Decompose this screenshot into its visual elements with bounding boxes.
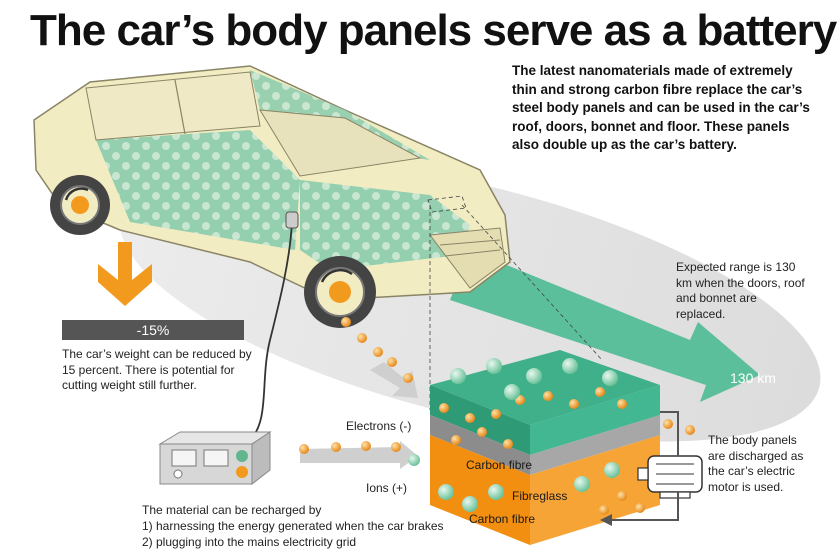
layer-fibreglass: Fibreglass: [512, 489, 568, 503]
recharge-item-1: 1) harnessing the energy generated when …: [142, 519, 444, 533]
electric-motor-icon: [637, 455, 703, 499]
car-illustration: [33, 65, 511, 441]
charger-unit: [158, 431, 272, 486]
range-description: Expected range is 130 km when the doors,…: [676, 260, 805, 321]
intro-text: The latest nanomaterials made of extreme…: [512, 63, 810, 152]
recharge-intro: The material can be recharged by: [142, 503, 322, 517]
layer-carbon-fibre-bottom: Carbon fibre: [469, 512, 536, 526]
page-title: The car’s body panels serve as a battery: [30, 6, 837, 55]
layer-carbon-fibre-top: Carbon fibre: [466, 458, 533, 472]
ions-label: Ions (+): [366, 481, 408, 495]
down-arrow-icon: [98, 242, 152, 306]
ion-particle: [408, 358, 620, 512]
motor-wire: [610, 411, 679, 521]
range-value-label: 130 km: [730, 370, 776, 386]
recharge-item-2: 2) plugging into the mains electricity g…: [142, 535, 357, 549]
weight-percent-label: -15%: [136, 322, 170, 338]
weight-description: The car’s weight can be reduced by 15 pe…: [62, 347, 252, 392]
discharge-description: The body panels are discharged as the ca…: [708, 433, 804, 494]
recharge-text: The material can be recharged by 1) harn…: [142, 502, 472, 550]
electrons-label: Electrons (-): [346, 419, 412, 433]
weight-bar: [62, 320, 244, 340]
battery-cell-icon: [430, 350, 660, 545]
electron-particle: [299, 317, 695, 515]
flow-arrows: [300, 362, 418, 469]
wire-arrow-icon: [600, 514, 612, 526]
projection-lines: [427, 195, 603, 410]
range-arrow-icon: [450, 250, 760, 402]
